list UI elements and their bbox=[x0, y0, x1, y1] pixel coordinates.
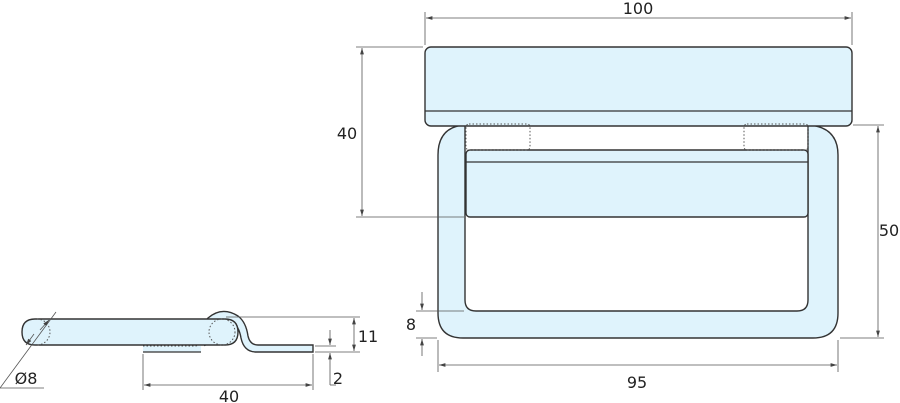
hinge-pin-hidden bbox=[208, 318, 236, 346]
dimension-50: 50 bbox=[840, 124, 899, 339]
dimension-label: 50 bbox=[879, 221, 899, 240]
dimension-40-top: 40 bbox=[337, 46, 464, 218]
base-plate bbox=[424, 46, 853, 127]
dimension-8: 8 bbox=[406, 292, 464, 356]
dimension-2: 2 bbox=[315, 330, 343, 388]
dimension-label: Ø8 bbox=[15, 369, 38, 388]
top-view bbox=[424, 46, 853, 339]
hidden-slot-left bbox=[465, 123, 531, 151]
dimension-label: 100 bbox=[623, 0, 654, 18]
plate-section bbox=[143, 346, 201, 352]
dimension-label: 95 bbox=[627, 373, 647, 392]
dimension-95: 95 bbox=[437, 340, 839, 392]
dimension-label: 2 bbox=[333, 369, 343, 388]
dimension-label: 11 bbox=[358, 327, 378, 346]
handle-frame bbox=[437, 124, 839, 339]
dimension-label: 40 bbox=[219, 387, 239, 403]
dimension-100: 100 bbox=[424, 0, 853, 45]
dimension-diameter: Ø8 bbox=[0, 311, 57, 389]
dimension-label: 8 bbox=[406, 315, 416, 334]
dimension-11: 11 bbox=[226, 316, 378, 353]
hidden-slot-right bbox=[743, 123, 809, 151]
handle-bar bbox=[21, 318, 239, 346]
dimension-40-side: 40 bbox=[142, 354, 314, 403]
side-view bbox=[21, 310, 314, 353]
dimension-label: 40 bbox=[337, 124, 357, 143]
grip-bar bbox=[465, 149, 809, 218]
bar-end-hidden bbox=[36, 318, 51, 346]
